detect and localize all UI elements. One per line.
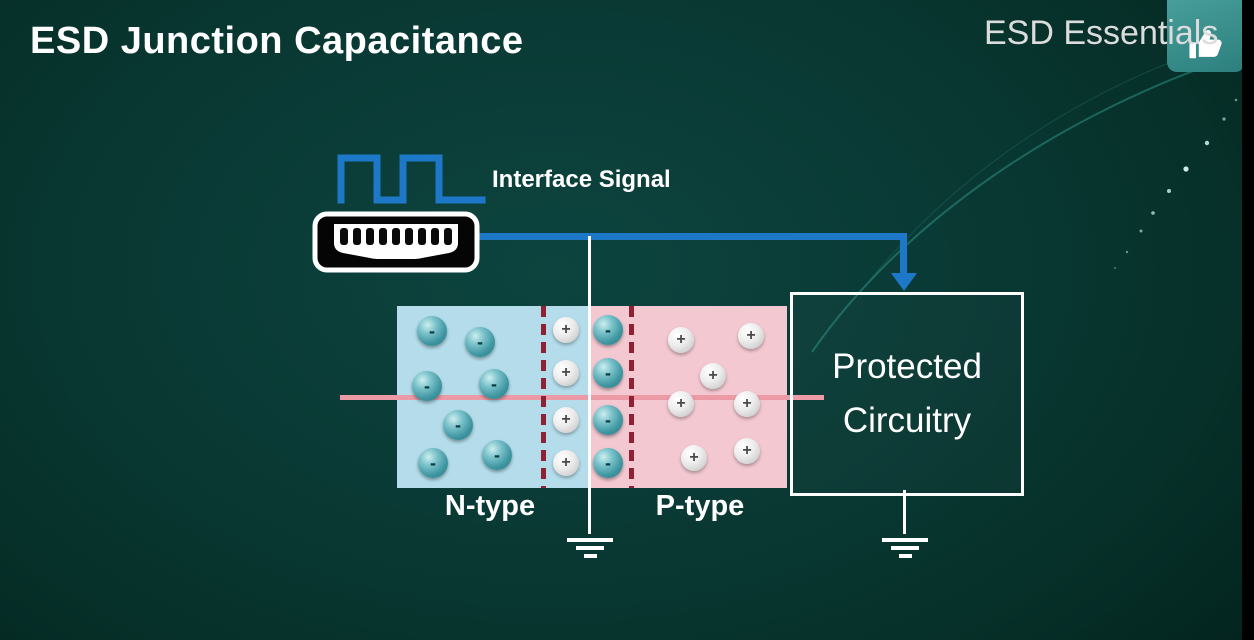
depletion-boundary-left: [541, 306, 546, 488]
junction-horizontal-line: [340, 395, 824, 400]
n-type-label: N-type: [444, 490, 536, 522]
signal-arrow-icon: [891, 273, 917, 291]
protected-circuitry-label-line1: Protected: [832, 347, 982, 386]
protected-circuitry-label-line2: Circuitry: [842, 401, 972, 440]
brand-text: ESD Essentials: [984, 14, 1219, 52]
ground-symbol-right: [882, 538, 928, 558]
circuit-ground-trace: [903, 490, 906, 534]
letterbox-right: [1242, 0, 1254, 640]
signal-trace-vertical: [900, 233, 907, 275]
signal-trace-horizontal: [478, 233, 907, 240]
square-wave-icon: [337, 154, 486, 204]
protected-circuitry-box: Protected Circuitry: [790, 292, 1024, 496]
hdmi-connector-icon: [312, 211, 480, 273]
junction-ground-trace: [588, 236, 591, 534]
depletion-boundary-right: [629, 306, 634, 488]
page-title: ESD Junction Capacitance: [30, 20, 524, 62]
interface-signal-label: Interface Signal: [492, 166, 671, 193]
ground-symbol-left: [567, 538, 613, 558]
p-type-label: P-type: [655, 490, 745, 522]
